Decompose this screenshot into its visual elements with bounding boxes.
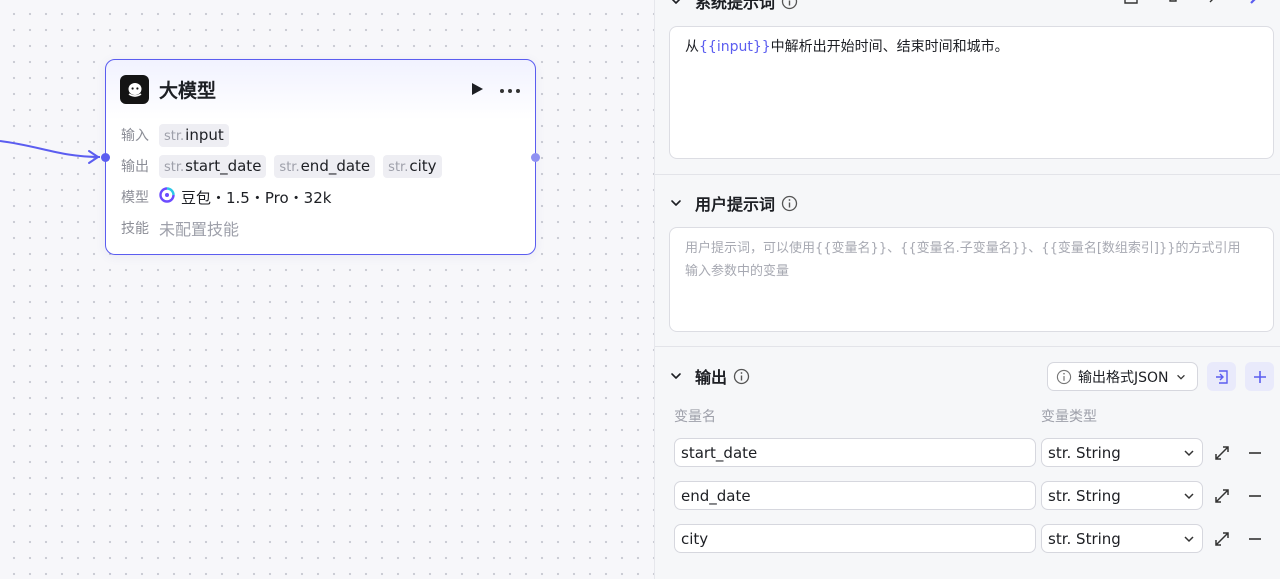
node-input-row: 输入 str.input bbox=[121, 123, 237, 147]
doubao-model-icon bbox=[159, 187, 175, 207]
output-label: 输出 bbox=[121, 159, 149, 175]
variable-type-select[interactable]: str. String bbox=[1041, 524, 1203, 553]
output-format-label: 输出格式JSON bbox=[1078, 369, 1169, 386]
import-icon bbox=[1215, 369, 1228, 384]
node-skill-row: 技能 未配置技能 bbox=[121, 216, 239, 240]
llm-node[interactable]: 大模型 输入 str.input 输出 str.start_date bbox=[101, 59, 540, 255]
plus-icon bbox=[1253, 370, 1266, 383]
output-title: 输出 bbox=[695, 368, 728, 387]
output-var-chip: str.city bbox=[383, 154, 442, 178]
expand-icon[interactable] bbox=[1214, 531, 1230, 547]
info-icon[interactable] bbox=[781, 0, 798, 10]
variable-type-select[interactable]: str. String bbox=[1041, 438, 1203, 467]
user-prompt-placeholder: 用户提示词，可以使用{{变量名}}、{{变量名.子变量名}}、{{变量名[数组索… bbox=[685, 241, 1241, 256]
bot-logo-icon bbox=[120, 74, 149, 104]
variable-reference: {{input}} bbox=[699, 39, 771, 55]
column-header-name: 变量名 bbox=[674, 409, 716, 425]
info-icon[interactable] bbox=[781, 195, 798, 212]
chevron-down-icon[interactable] bbox=[669, 369, 683, 383]
export-icon[interactable] bbox=[1122, 0, 1140, 6]
input-var-chip: str.input bbox=[159, 123, 229, 147]
chevron-down-icon[interactable] bbox=[669, 0, 683, 8]
output-port[interactable] bbox=[531, 153, 540, 162]
info-icon[interactable] bbox=[733, 368, 750, 385]
variable-name-input[interactable]: city bbox=[674, 524, 1036, 553]
variable-type-select[interactable]: str. String bbox=[1041, 481, 1203, 510]
add-output-button[interactable] bbox=[1245, 362, 1274, 391]
system-prompt-title: 系统提示词 bbox=[695, 0, 776, 12]
input-label: 输入 bbox=[121, 128, 149, 144]
model-value: 豆包・1.5・Pro・32k bbox=[181, 188, 332, 207]
chevron-down-icon bbox=[1184, 535, 1194, 542]
magic-wand-icon[interactable] bbox=[1248, 0, 1266, 6]
play-icon[interactable] bbox=[469, 81, 485, 97]
info-icon bbox=[1056, 369, 1072, 384]
chevron-down-icon bbox=[1184, 492, 1194, 499]
output-var-chip: str.start_date bbox=[159, 154, 267, 178]
skill-label: 技能 bbox=[121, 221, 149, 237]
output-format-dropdown[interactable]: 输出格式JSON bbox=[1047, 362, 1198, 391]
variable-name-input[interactable]: end_date bbox=[674, 481, 1036, 510]
divider bbox=[655, 346, 1280, 347]
user-prompt-textarea[interactable]: 用户提示词，可以使用{{变量名}}、{{变量名.子变量名}}、{{变量名[数组索… bbox=[669, 227, 1274, 332]
variable-name-input[interactable]: start_date bbox=[674, 438, 1036, 467]
chevron-down-icon bbox=[1176, 374, 1185, 380]
node-header: 大模型 bbox=[120, 74, 521, 104]
node-title: 大模型 bbox=[159, 79, 217, 102]
system-prompt-header[interactable]: 系统提示词 bbox=[669, 0, 1280, 14]
output-var-chip: str.end_date bbox=[274, 154, 376, 178]
column-header-type: 变量类型 bbox=[1041, 409, 1097, 425]
node-model-row: 模型 豆包・1.5・Pro・32k bbox=[121, 185, 331, 209]
output-header[interactable]: 输出 bbox=[669, 363, 1280, 389]
skill-value: 未配置技能 bbox=[159, 220, 240, 239]
user-prompt-placeholder-2: 输入参数中的变量 bbox=[685, 264, 790, 279]
expand-icon[interactable] bbox=[1206, 0, 1224, 6]
input-port[interactable] bbox=[101, 153, 110, 162]
chevron-down-icon bbox=[1184, 449, 1194, 456]
remove-icon[interactable] bbox=[1247, 531, 1263, 547]
remove-icon[interactable] bbox=[1247, 445, 1263, 461]
chevron-down-icon[interactable] bbox=[669, 196, 683, 210]
import-button[interactable] bbox=[1207, 362, 1236, 391]
expand-icon[interactable] bbox=[1214, 488, 1230, 504]
user-prompt-header[interactable]: 用户提示词 bbox=[669, 190, 1280, 216]
node-settings-panel: 系统提示词 从{{input}}中解析出开始时间、结束时间和城市。 用户提示词 … bbox=[655, 0, 1280, 579]
expand-icon[interactable] bbox=[1214, 445, 1230, 461]
connection-edge bbox=[0, 140, 101, 164]
more-icon[interactable] bbox=[499, 84, 521, 94]
user-prompt-title: 用户提示词 bbox=[695, 195, 776, 214]
lightbulb-icon[interactable] bbox=[1164, 0, 1182, 6]
remove-icon[interactable] bbox=[1247, 488, 1263, 504]
workflow-canvas[interactable]: 大模型 输入 str.input 输出 str.start_date bbox=[0, 0, 655, 579]
node-output-row: 输出 str.start_date str.end_date str.city bbox=[121, 154, 450, 178]
system-prompt-textarea[interactable]: 从{{input}}中解析出开始时间、结束时间和城市。 bbox=[669, 26, 1274, 159]
divider bbox=[655, 174, 1280, 175]
model-label: 模型 bbox=[121, 190, 149, 206]
